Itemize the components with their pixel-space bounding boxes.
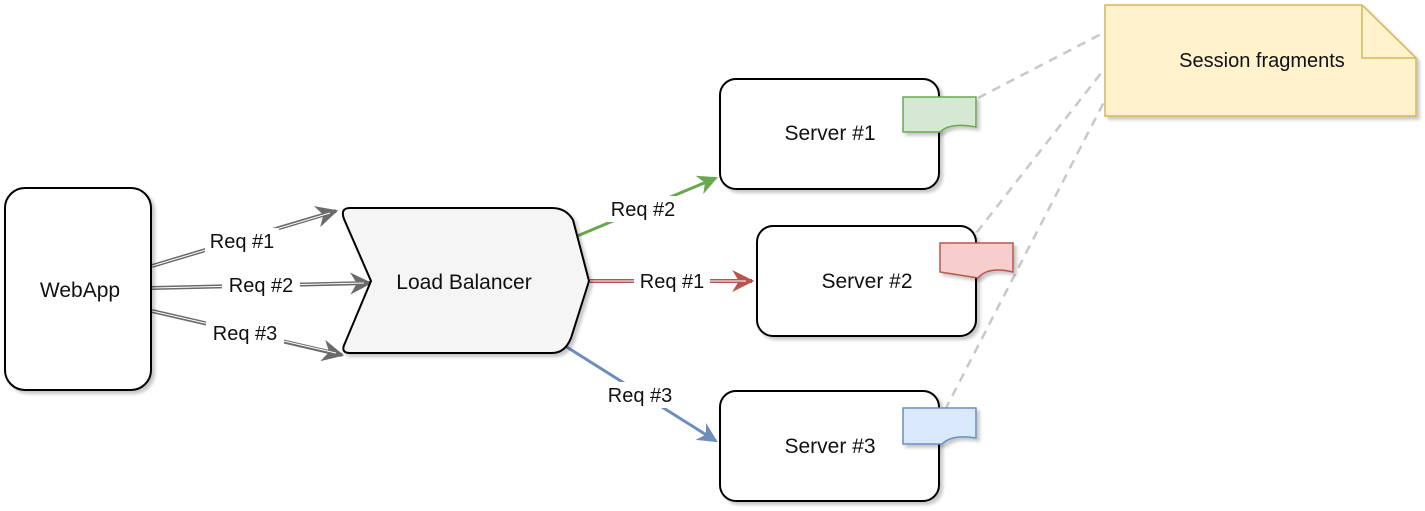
server3-session-fragment bbox=[902, 407, 977, 445]
server1-node[interactable]: Server #1 bbox=[719, 78, 977, 190]
connector-server2-fragment bbox=[966, 67, 1106, 246]
svg-text:Req #2: Req #2 bbox=[611, 199, 676, 221]
session-fragments-note[interactable]: Session fragments bbox=[1104, 4, 1417, 117]
server3-label: Server #3 bbox=[784, 435, 875, 458]
svg-text:Req #1: Req #1 bbox=[210, 231, 275, 253]
label-lb-server2: Req #1 bbox=[634, 268, 710, 294]
note-fold-icon bbox=[1361, 5, 1416, 59]
svg-text:Req #1: Req #1 bbox=[640, 271, 705, 293]
webapp-node[interactable]: WebApp bbox=[4, 187, 152, 391]
connector-server3-fragment bbox=[943, 99, 1107, 411]
svg-text:Req #3: Req #3 bbox=[608, 385, 673, 407]
session-fragments-label: Session fragments bbox=[1179, 50, 1345, 72]
webapp-label: WebApp bbox=[40, 279, 120, 302]
server1-label: Server #1 bbox=[784, 122, 875, 145]
server2-label: Server #2 bbox=[821, 270, 912, 293]
connector-server1-fragment bbox=[977, 30, 1106, 100]
load-balancer-node[interactable]: Load Balancer bbox=[341, 207, 591, 354]
label-webapp-req3: Req #3 bbox=[206, 320, 284, 346]
server1-session-fragment bbox=[902, 96, 977, 133]
svg-text:Req #2: Req #2 bbox=[229, 275, 294, 297]
label-webapp-req1: Req #1 bbox=[205, 228, 279, 254]
label-lb-server3: Req #3 bbox=[600, 382, 680, 408]
svg-text:Req #3: Req #3 bbox=[213, 323, 278, 345]
load-balancer-label: Load Balancer bbox=[396, 271, 531, 294]
label-lb-server1: Req #2 bbox=[603, 196, 683, 222]
edge-labels: Req #1 Req #2 Req #3 Req #2 Req #1 Req #… bbox=[205, 196, 710, 408]
server2-session-fragment bbox=[939, 242, 1014, 279]
label-webapp-req2: Req #2 bbox=[222, 272, 300, 298]
note-connectors bbox=[943, 30, 1107, 411]
server2-node[interactable]: Server #2 bbox=[756, 225, 1014, 337]
server3-node[interactable]: Server #3 bbox=[719, 390, 977, 502]
